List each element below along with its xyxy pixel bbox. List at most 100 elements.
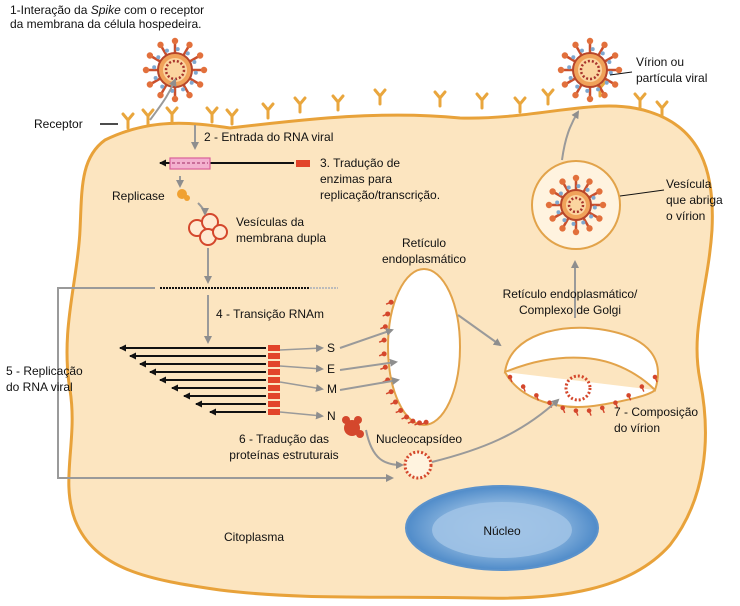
step5-label-line1: 5 - Replicação [6, 364, 83, 378]
receptor-icon [433, 90, 447, 108]
mrna-strand [129, 352, 280, 360]
protein-m-label: M [327, 382, 337, 396]
er-golgi-label-line2: Complexo de Golgi [519, 303, 621, 317]
ribosome-icon [586, 408, 592, 416]
replicase-label: Replicase [112, 189, 165, 203]
spike-protein-icon [572, 41, 584, 56]
nucleus: Núcleo [405, 485, 599, 571]
spike-protein-icon [192, 66, 208, 75]
er-label-line1: Retículo [402, 236, 446, 250]
step7-label-line2: do vírion [614, 421, 660, 435]
n-protein-blob [342, 416, 364, 438]
receptor-icon [475, 92, 489, 110]
step2-label: 2 - Entrada do RNA viral [204, 130, 333, 144]
receptor-icon [121, 112, 135, 130]
spike-protein-icon [604, 52, 619, 64]
ribosome-icon [573, 408, 579, 416]
step7-label-line1: 7 - Composição [614, 405, 698, 419]
step4-label: 4 - Transição RNAm [216, 307, 324, 321]
receptor-icon [373, 88, 387, 106]
virion-label-line2: partícula viral [636, 71, 707, 85]
spike-protein-icon [588, 188, 603, 200]
ribosome-icon [507, 374, 513, 383]
protein-n-label: N [327, 409, 336, 423]
protein-s-label: S [327, 341, 335, 355]
step3-label-line1: 3. Tradução de [320, 156, 400, 170]
spike-protein-icon [585, 87, 594, 103]
receptor-icon [141, 108, 155, 126]
spike-protein-icon [586, 37, 595, 53]
spike-protein-icon [557, 65, 573, 74]
subgenomic-mrnas [119, 344, 324, 420]
er-label-line2: endoplasmático [382, 252, 466, 266]
mrna-strand [171, 384, 280, 392]
mrna-strand [159, 376, 280, 384]
step6-label-line2: proteínas estruturais [229, 448, 338, 462]
endoplasmic-reticulum [378, 268, 461, 426]
spike-protein-icon [582, 178, 593, 193]
spike-protein-icon [596, 84, 608, 99]
nucleocapsid-label: Nucleocapsídeo [376, 432, 462, 446]
spike-protein-icon [604, 77, 619, 88]
ribosome-icon [378, 337, 387, 343]
virion-released [557, 37, 623, 103]
spike-protein-icon [597, 41, 608, 56]
receptor-icon [293, 96, 307, 114]
spike-protein-icon [189, 77, 204, 88]
mrna-strand [139, 360, 280, 368]
viral-rna-incoming [159, 157, 310, 170]
protein-e-label: E [327, 362, 335, 376]
step1-label-line1: 1-Interação da Spike com o receptor [10, 3, 204, 17]
ribosome-icon [560, 405, 566, 414]
mrna-strand [183, 392, 280, 400]
spike-protein-icon [572, 174, 581, 190]
ribosome-icon [652, 374, 658, 383]
receptor-icon [655, 100, 669, 118]
step5-label-line2: do RNA viral [6, 380, 73, 394]
ribosome-icon [420, 419, 429, 425]
spike-protein-icon [571, 220, 580, 236]
vesicle-virion-label-line1: Vesícula [666, 177, 712, 191]
ribosome-icon [414, 420, 422, 426]
spike-protein-icon [170, 87, 179, 103]
spike-protein-icon [181, 84, 193, 99]
receptor-icon [633, 92, 647, 110]
receptor-label: Receptor [34, 117, 83, 131]
vesicles-label-line1: Vesículas da [236, 215, 304, 229]
ribosome-icon [385, 299, 394, 305]
nucleus-label: Núcleo [483, 524, 521, 538]
ribosome-icon [639, 384, 645, 392]
ribosome-icon [407, 418, 416, 424]
step3-label-line2: enzimas para [320, 172, 392, 186]
spike-protein-icon [561, 76, 576, 88]
mrna-strand [149, 368, 280, 376]
vesicle-with-virion [531, 160, 621, 250]
nucleocapsid-particle [403, 450, 433, 480]
virion-entering [142, 37, 208, 103]
ribosome-icon [380, 324, 388, 330]
spike-protein-icon [549, 210, 564, 222]
receptor-icon [541, 88, 555, 106]
spike-protein-icon [157, 84, 168, 99]
er-golgi-complex [503, 326, 659, 416]
mrna-strand [195, 400, 280, 408]
cytoplasm-label: Citoplasma [224, 530, 284, 544]
ribosome-icon [613, 400, 619, 408]
flow-arrows [57, 78, 580, 482]
ribosome-icon [599, 405, 605, 414]
ribosome-icon [382, 311, 391, 317]
membrane-receptors [121, 80, 669, 130]
spike-protein-icon [146, 76, 161, 88]
vesicle-virion-label-line3: o vírion [666, 209, 705, 223]
step1-label-line2: da membrana da célula hospedeira. [10, 17, 201, 31]
ribosome-icon [380, 364, 388, 370]
receptor-icon [331, 94, 345, 112]
spike-protein-icon [157, 41, 169, 56]
ribosome-icon [520, 384, 526, 392]
ribosome-icon [390, 399, 398, 405]
receptor-icon [513, 96, 527, 114]
spike-protein-icon [142, 65, 158, 74]
ribosome-icon [378, 351, 387, 357]
double-membrane-vesicles [188, 213, 228, 246]
